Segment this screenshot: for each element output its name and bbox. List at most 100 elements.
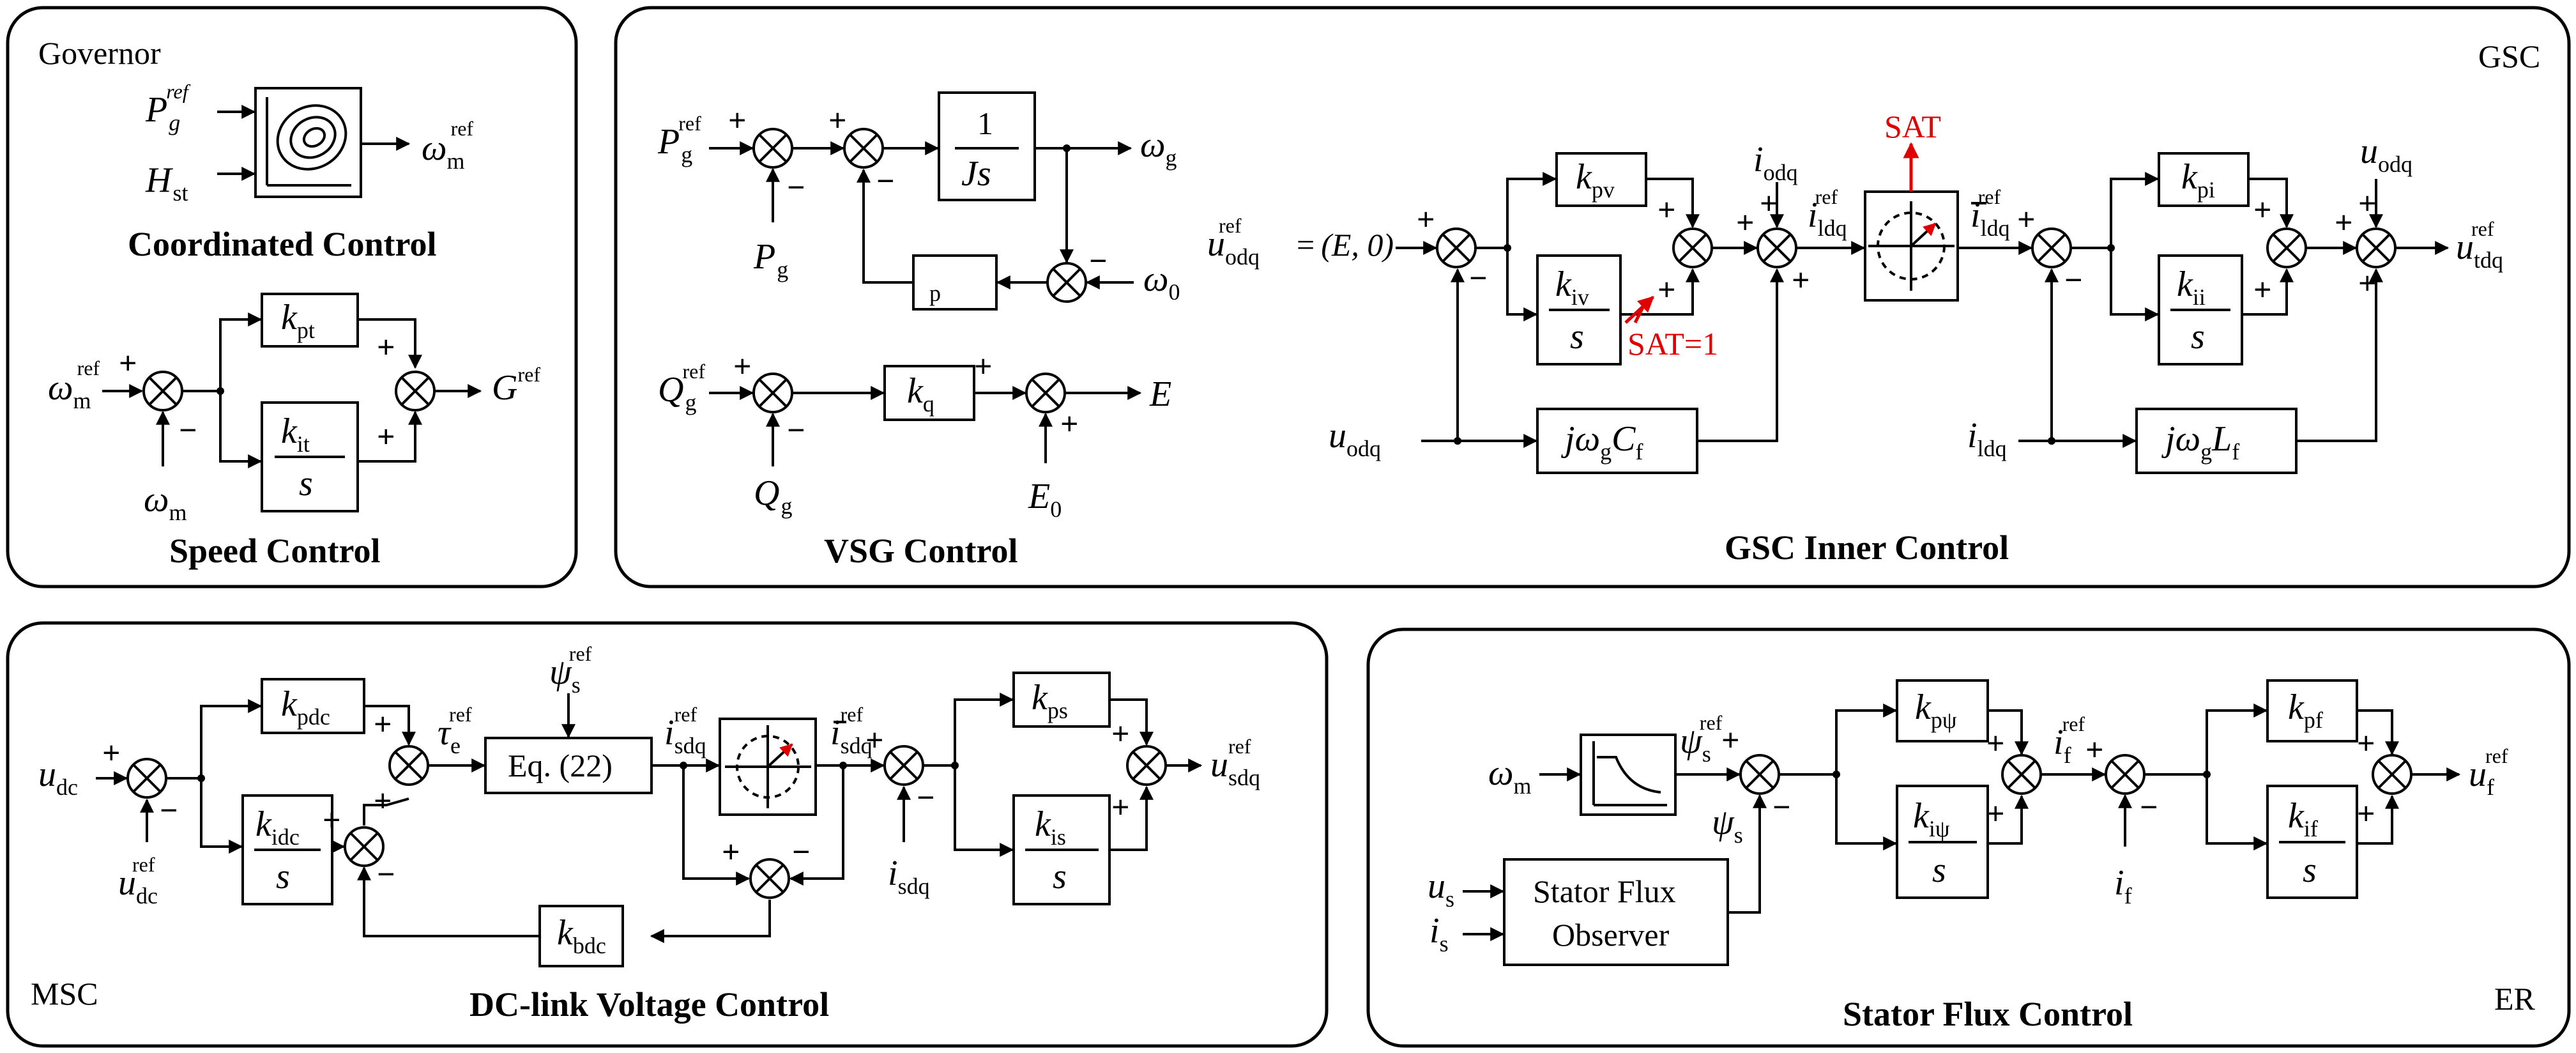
svg-text:+: + xyxy=(377,329,395,365)
flux-error-sum xyxy=(1739,754,1780,795)
svg-text:−: − xyxy=(160,792,178,828)
svg-text:jωgCf: jωgCf xyxy=(1561,419,1643,465)
svg-text:+: + xyxy=(2017,201,2036,237)
svg-text:kii: kii xyxy=(2177,265,2206,310)
svg-text:ildqref: ildqref xyxy=(1970,185,2010,241)
svg-text:Gref: Gref xyxy=(492,363,540,408)
msc-panel xyxy=(6,621,1329,1048)
svg-text:if: if xyxy=(2114,863,2132,909)
svg-text:kps: kps xyxy=(1032,678,1068,723)
current-error-sum xyxy=(2031,227,2072,268)
svg-text:ωmref: ωmref xyxy=(422,117,473,174)
dc-error-sum xyxy=(126,758,167,799)
svg-text:1: 1 xyxy=(977,105,993,141)
kbdc-block xyxy=(538,905,624,967)
svg-text:s: s xyxy=(1053,857,1067,896)
gsc-inner-control: uodqref =(E, 0) + − kpv kiv s + + SAT=1 … xyxy=(1207,109,2503,567)
speed-control-title: Speed Control xyxy=(169,532,381,570)
gsc-inner-control-title: GSC Inner Control xyxy=(1725,528,2009,567)
svg-text:+: + xyxy=(2085,732,2104,767)
sat1-label: SAT=1 xyxy=(1627,326,1718,362)
svg-text:+: + xyxy=(1417,201,1435,237)
svg-text:kit: kit xyxy=(281,411,310,457)
svg-text:+: + xyxy=(733,348,752,384)
speed-control: ωmref + − ωm kpt kit s + + Gref Speed Co… xyxy=(48,293,540,570)
svg-text:isdq: isdq xyxy=(888,854,930,899)
speed-error-sum xyxy=(142,371,183,411)
stator-flux-control-title: Stator Flux Control xyxy=(1843,995,2133,1033)
svg-text:kis: kis xyxy=(1035,804,1066,850)
svg-text:ωm: ωm xyxy=(1488,753,1532,799)
svg-text:usdqref: usdqref xyxy=(1210,735,1260,790)
svg-text:kq: kq xyxy=(907,371,934,417)
svg-text:kpi: kpi xyxy=(2181,157,2215,203)
dc-link-voltage-control: udc + − udcref kpdc kidc s + − + + τeref… xyxy=(38,642,1260,1024)
reactive-error-sum xyxy=(752,373,793,413)
svg-text:+: + xyxy=(1736,204,1755,240)
voltage-pi-sum xyxy=(1672,227,1713,268)
svg-text:−: − xyxy=(1089,243,1108,279)
svg-text:us: us xyxy=(1428,866,1454,912)
voltage-sum xyxy=(1025,373,1066,413)
torque-sum xyxy=(388,745,429,786)
svg-text:ifref: ifref xyxy=(2054,712,2085,768)
svg-text:+: + xyxy=(1658,192,1676,227)
speed-pi-sum xyxy=(395,371,436,411)
svg-text:+: + xyxy=(1986,725,2005,761)
svg-text:ildqref: ildqref xyxy=(1808,185,1847,241)
stator-current-error-sum xyxy=(883,745,924,786)
governor-panel xyxy=(6,6,578,588)
svg-text:+: + xyxy=(323,802,341,838)
lf-decoupling-block xyxy=(2135,408,2298,474)
svg-text:uodqref: uodqref xyxy=(1207,214,1260,270)
svg-text:−: − xyxy=(787,169,805,205)
svg-text:E0: E0 xyxy=(1028,477,1062,522)
svg-text:Observer: Observer xyxy=(1552,917,1670,953)
svg-text:−: − xyxy=(2140,789,2158,825)
svg-text:p: p xyxy=(929,281,941,306)
field-current-pi-sum xyxy=(2372,754,2412,795)
dc-link-voltage-control-title: DC-link Voltage Control xyxy=(469,985,829,1024)
svg-text:+: + xyxy=(2335,204,2353,240)
svg-text:+: + xyxy=(102,735,121,771)
svg-text:−: − xyxy=(876,163,895,199)
svg-text:+: + xyxy=(828,102,847,138)
svg-text:kpf: kpf xyxy=(2288,688,2323,733)
svg-text:+: + xyxy=(1060,406,1079,442)
svg-text:s: s xyxy=(299,464,313,503)
stator-current-pi-sum xyxy=(1126,745,1167,786)
saturation-circle-icon xyxy=(1868,201,1955,291)
svg-text:+: + xyxy=(377,419,395,454)
svg-text:+: + xyxy=(2357,725,2375,761)
svg-text:−: − xyxy=(2064,262,2083,298)
er-label: ER xyxy=(2494,981,2536,1017)
kpdc-block xyxy=(261,678,365,734)
svg-text:−: − xyxy=(917,780,935,815)
svg-text:+: + xyxy=(974,348,993,384)
svg-text:+: + xyxy=(1111,716,1130,751)
svg-text:Pg: Pg xyxy=(753,237,788,282)
damping-block xyxy=(912,254,998,311)
flux-weakening-curve-icon xyxy=(1592,741,1667,806)
svg-text:Eq. (22): Eq. (22) xyxy=(508,748,613,783)
msc-label: MSC xyxy=(31,976,98,1011)
svg-text:s: s xyxy=(276,857,290,896)
svg-text:+: + xyxy=(728,102,747,138)
svg-text:+: + xyxy=(1658,272,1676,307)
stator-flux-observer-block xyxy=(1503,858,1729,966)
kpt-block xyxy=(261,293,359,348)
svg-text:+: + xyxy=(722,834,740,870)
svg-text:+: + xyxy=(1760,185,1778,221)
svg-text:uodq: uodq xyxy=(1329,416,1381,461)
svg-text:ufref: ufref xyxy=(2469,744,2508,800)
coordinated-control-title: Coordinated Control xyxy=(128,225,437,263)
svg-text:isdqref: isdqref xyxy=(830,703,873,758)
gsc-panel xyxy=(614,6,2571,588)
svg-text:−: − xyxy=(179,412,197,448)
sat1-arrow xyxy=(1624,296,1654,324)
svg-text:+: + xyxy=(1111,789,1130,825)
svg-text:kpv: kpv xyxy=(1576,157,1615,203)
svg-text:kif: kif xyxy=(2288,796,2318,842)
svg-text:+: + xyxy=(2358,265,2377,301)
